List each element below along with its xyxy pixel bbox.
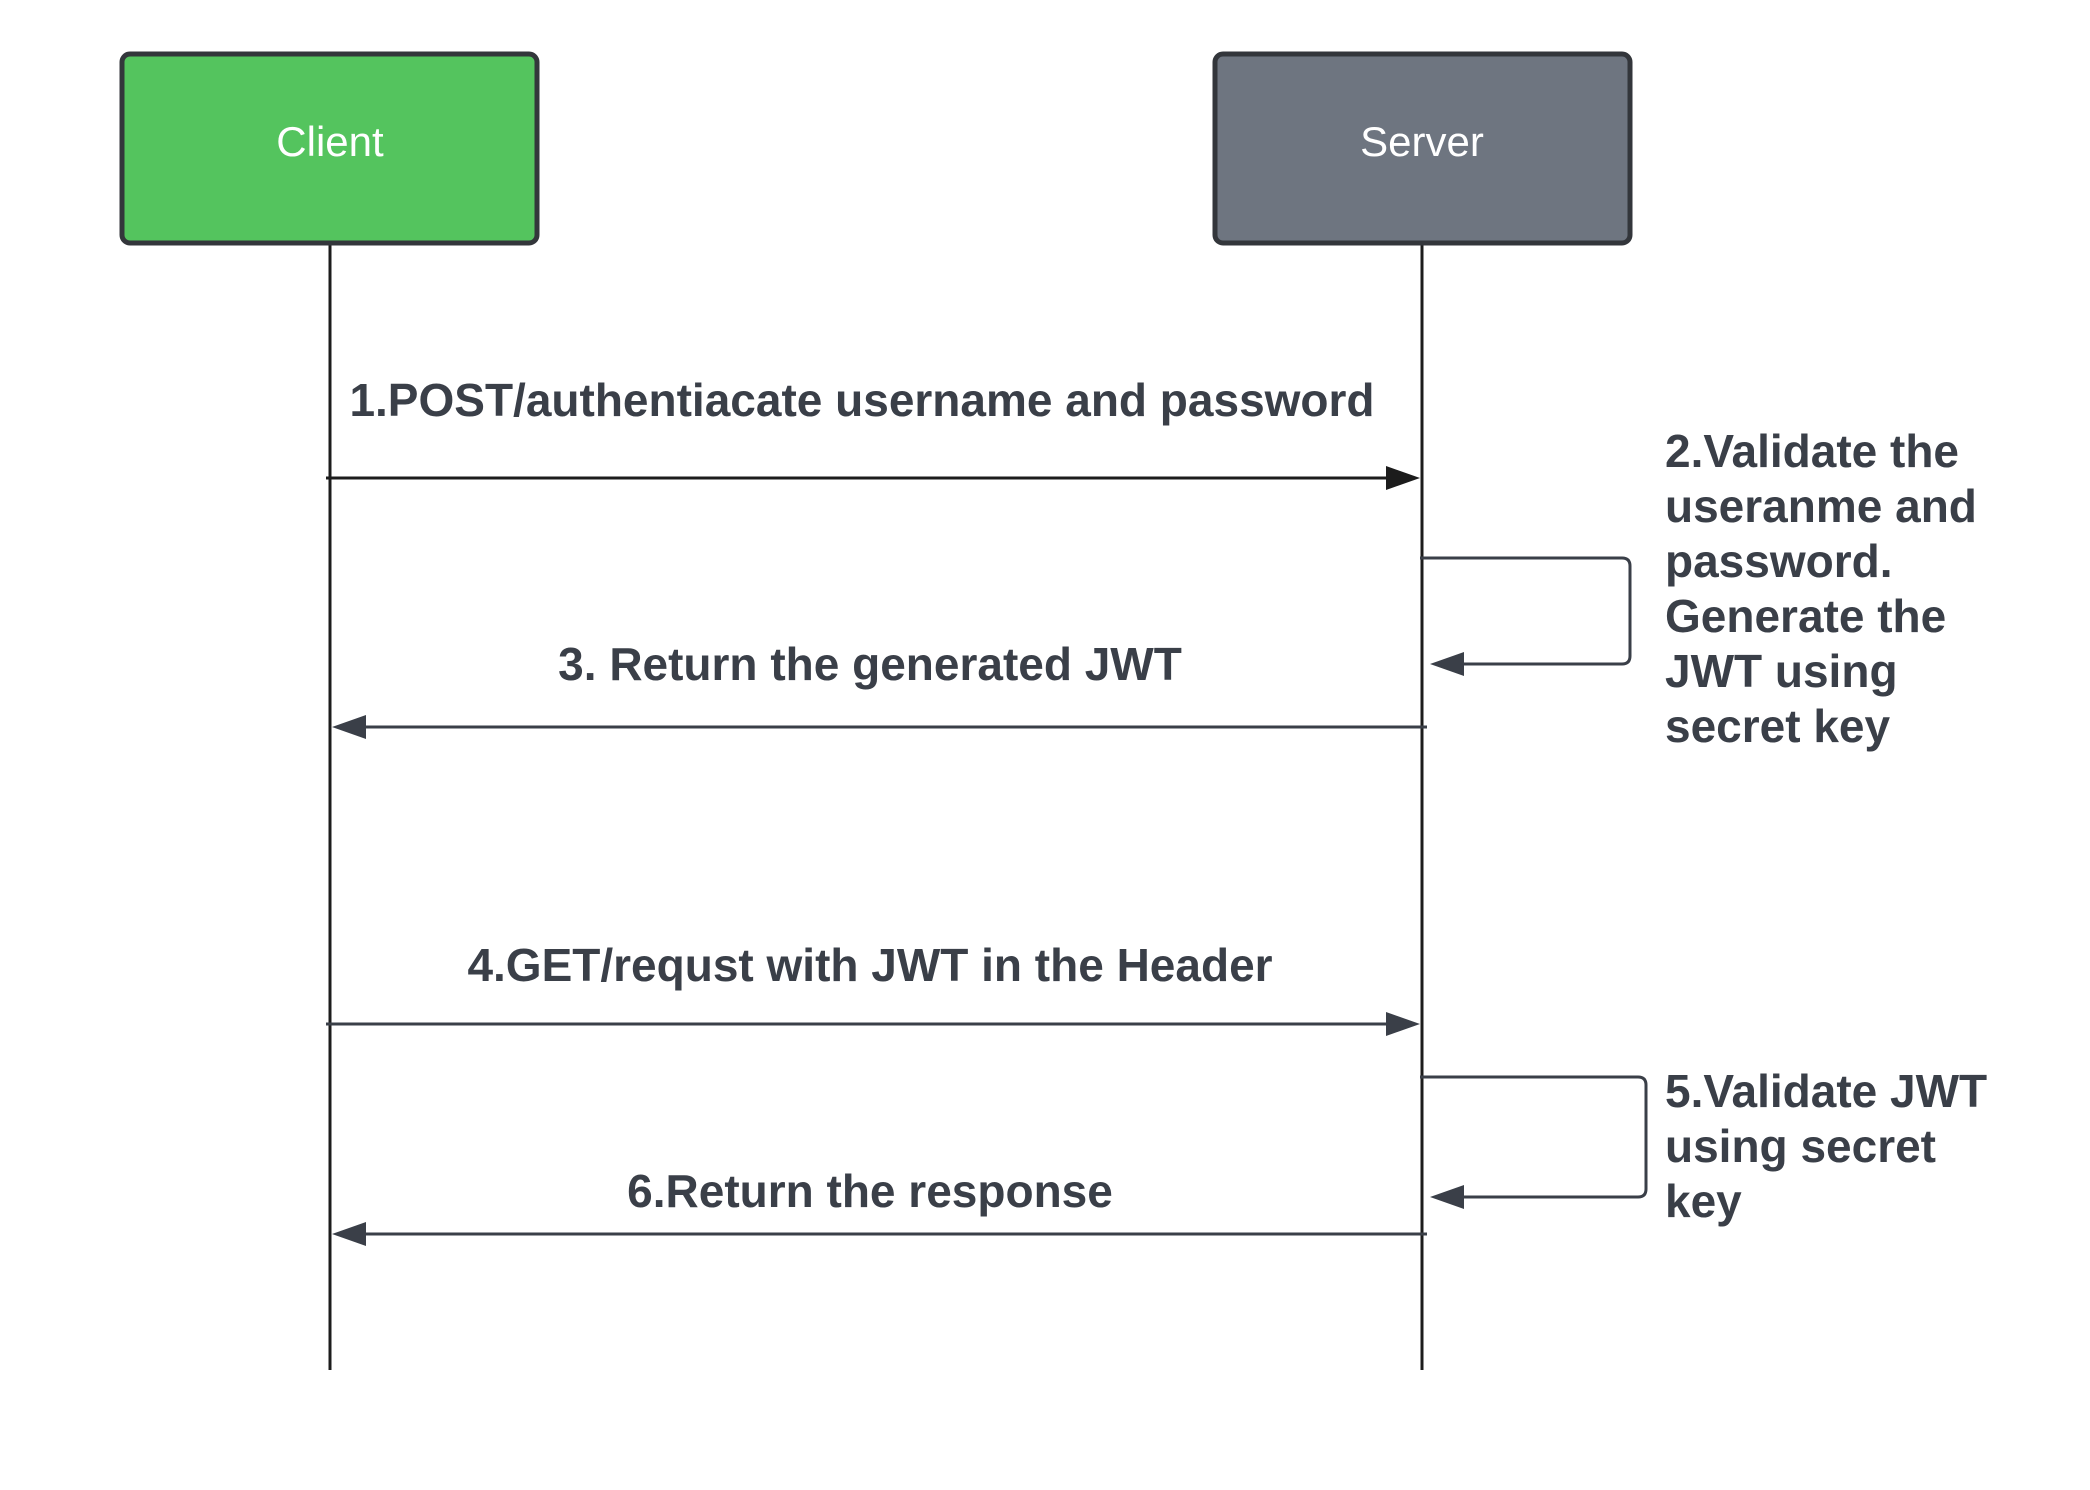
note-5: 5.Validate JWT using secret key <box>1665 1065 2000 1227</box>
server-label: Server <box>1360 118 1484 165</box>
note-5-line: using secret <box>1665 1120 1936 1172</box>
message-3: 3. Return the generated JWT <box>332 638 1427 739</box>
self-call-2 <box>1420 556 1632 676</box>
message-1: 1.POST/authentiacate username and passwo… <box>326 374 1420 490</box>
server-actor: Server <box>1212 51 1633 246</box>
message-4: 4.GET/requst with JWT in the Header <box>326 939 1420 1036</box>
note-2: 2.Validate the useranme and password. Ge… <box>1665 425 1990 752</box>
note-2-line: 2.Validate the <box>1665 425 1959 477</box>
client-box <box>119 51 540 246</box>
note-2-line: password. <box>1665 535 1893 587</box>
message-3-arrowhead <box>332 715 366 739</box>
message-6: 6.Return the response <box>332 1165 1427 1246</box>
message-4-label: 4.GET/requst with JWT in the Header <box>467 939 1272 991</box>
note-2-line: Generate the <box>1665 590 1946 642</box>
message-6-label: 6.Return the response <box>627 1165 1113 1217</box>
message-6-arrowhead <box>332 1222 366 1246</box>
note-2-line: JWT using <box>1665 645 1898 697</box>
message-1-arrowhead <box>1386 466 1420 490</box>
note-2-line: useranme and <box>1665 480 1977 532</box>
message-3-label: 3. Return the generated JWT <box>558 638 1182 690</box>
message-1-label: 1.POST/authentiacate username and passwo… <box>349 374 1374 426</box>
self-call-5-loop <box>1420 1075 1648 1199</box>
self-call-2-loop <box>1420 556 1632 666</box>
server-box <box>1212 51 1633 246</box>
message-4-arrowhead <box>1386 1012 1420 1036</box>
note-5-line: 5.Validate JWT <box>1665 1065 1987 1117</box>
self-call-5-arrowhead <box>1430 1185 1464 1209</box>
self-call-5 <box>1420 1075 1648 1209</box>
client-actor: Client <box>119 51 540 246</box>
note-5-line: key <box>1665 1175 1742 1227</box>
self-call-2-arrowhead <box>1430 652 1464 676</box>
client-label: Client <box>276 118 384 165</box>
note-2-line: secret key <box>1665 700 1890 752</box>
